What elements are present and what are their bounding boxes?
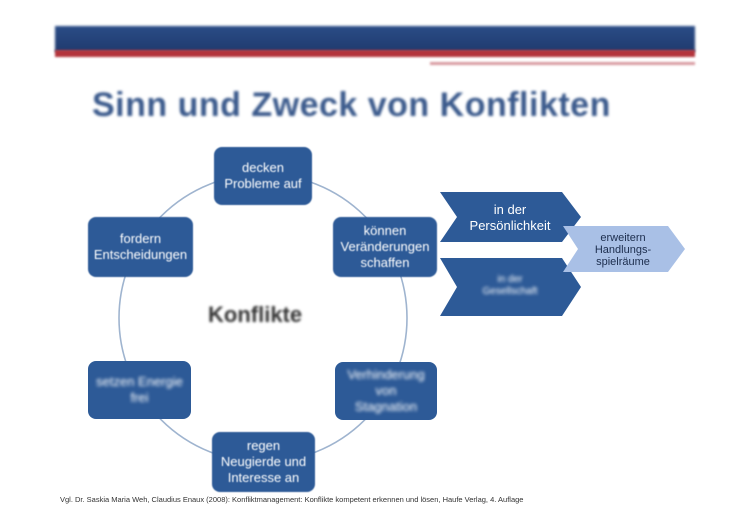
cycle-node-bottom: regen Neugierde und Interesse an [212, 432, 315, 492]
cycle-node-left-top: fordern Entscheidungen [88, 217, 193, 277]
cycle-node-right-top: können Veränderungen schaffen [333, 217, 437, 277]
header-bar-red [55, 50, 695, 57]
cycle-node-text: decken Probleme auf [224, 160, 302, 191]
arrow-scope-text: erweitern Handlungs- spielräume [594, 232, 652, 268]
header-bar-blue [55, 26, 695, 52]
cycle-node-left-bottom: setzen Energie frei [88, 361, 191, 419]
arrow-society-shape [440, 258, 581, 316]
arrow-personality-shape [440, 192, 581, 242]
cycle-node-right-bottom: Verhinderung von Stagnation [335, 362, 437, 420]
arrow-scope-shape [563, 226, 685, 272]
header-bar-accent [430, 62, 695, 65]
footer-citation: Vgl. Dr. Saskia Maria Weh, Claudius Enau… [60, 495, 524, 504]
cycle-node-top: decken Probleme auf [214, 147, 312, 205]
arrow-personality-text: in der Persönlichkeit [469, 202, 551, 233]
cycle-node-text: setzen Energie frei [96, 374, 183, 405]
slide-title: Sinn und Zweck von Konflikten [92, 86, 611, 124]
center-label: Konflikte [208, 302, 303, 327]
arrow-society-text: in der Gesellschaft [482, 274, 538, 297]
cycle-node-text: fordern Entscheidungen [93, 231, 188, 262]
cycle-node-text: regen Neugierde und Interesse an [220, 438, 307, 485]
cycle-node-text: können Veränderungen schaffen [340, 223, 430, 270]
cycle-node-text: Verhinderung von Stagnation [347, 367, 425, 414]
